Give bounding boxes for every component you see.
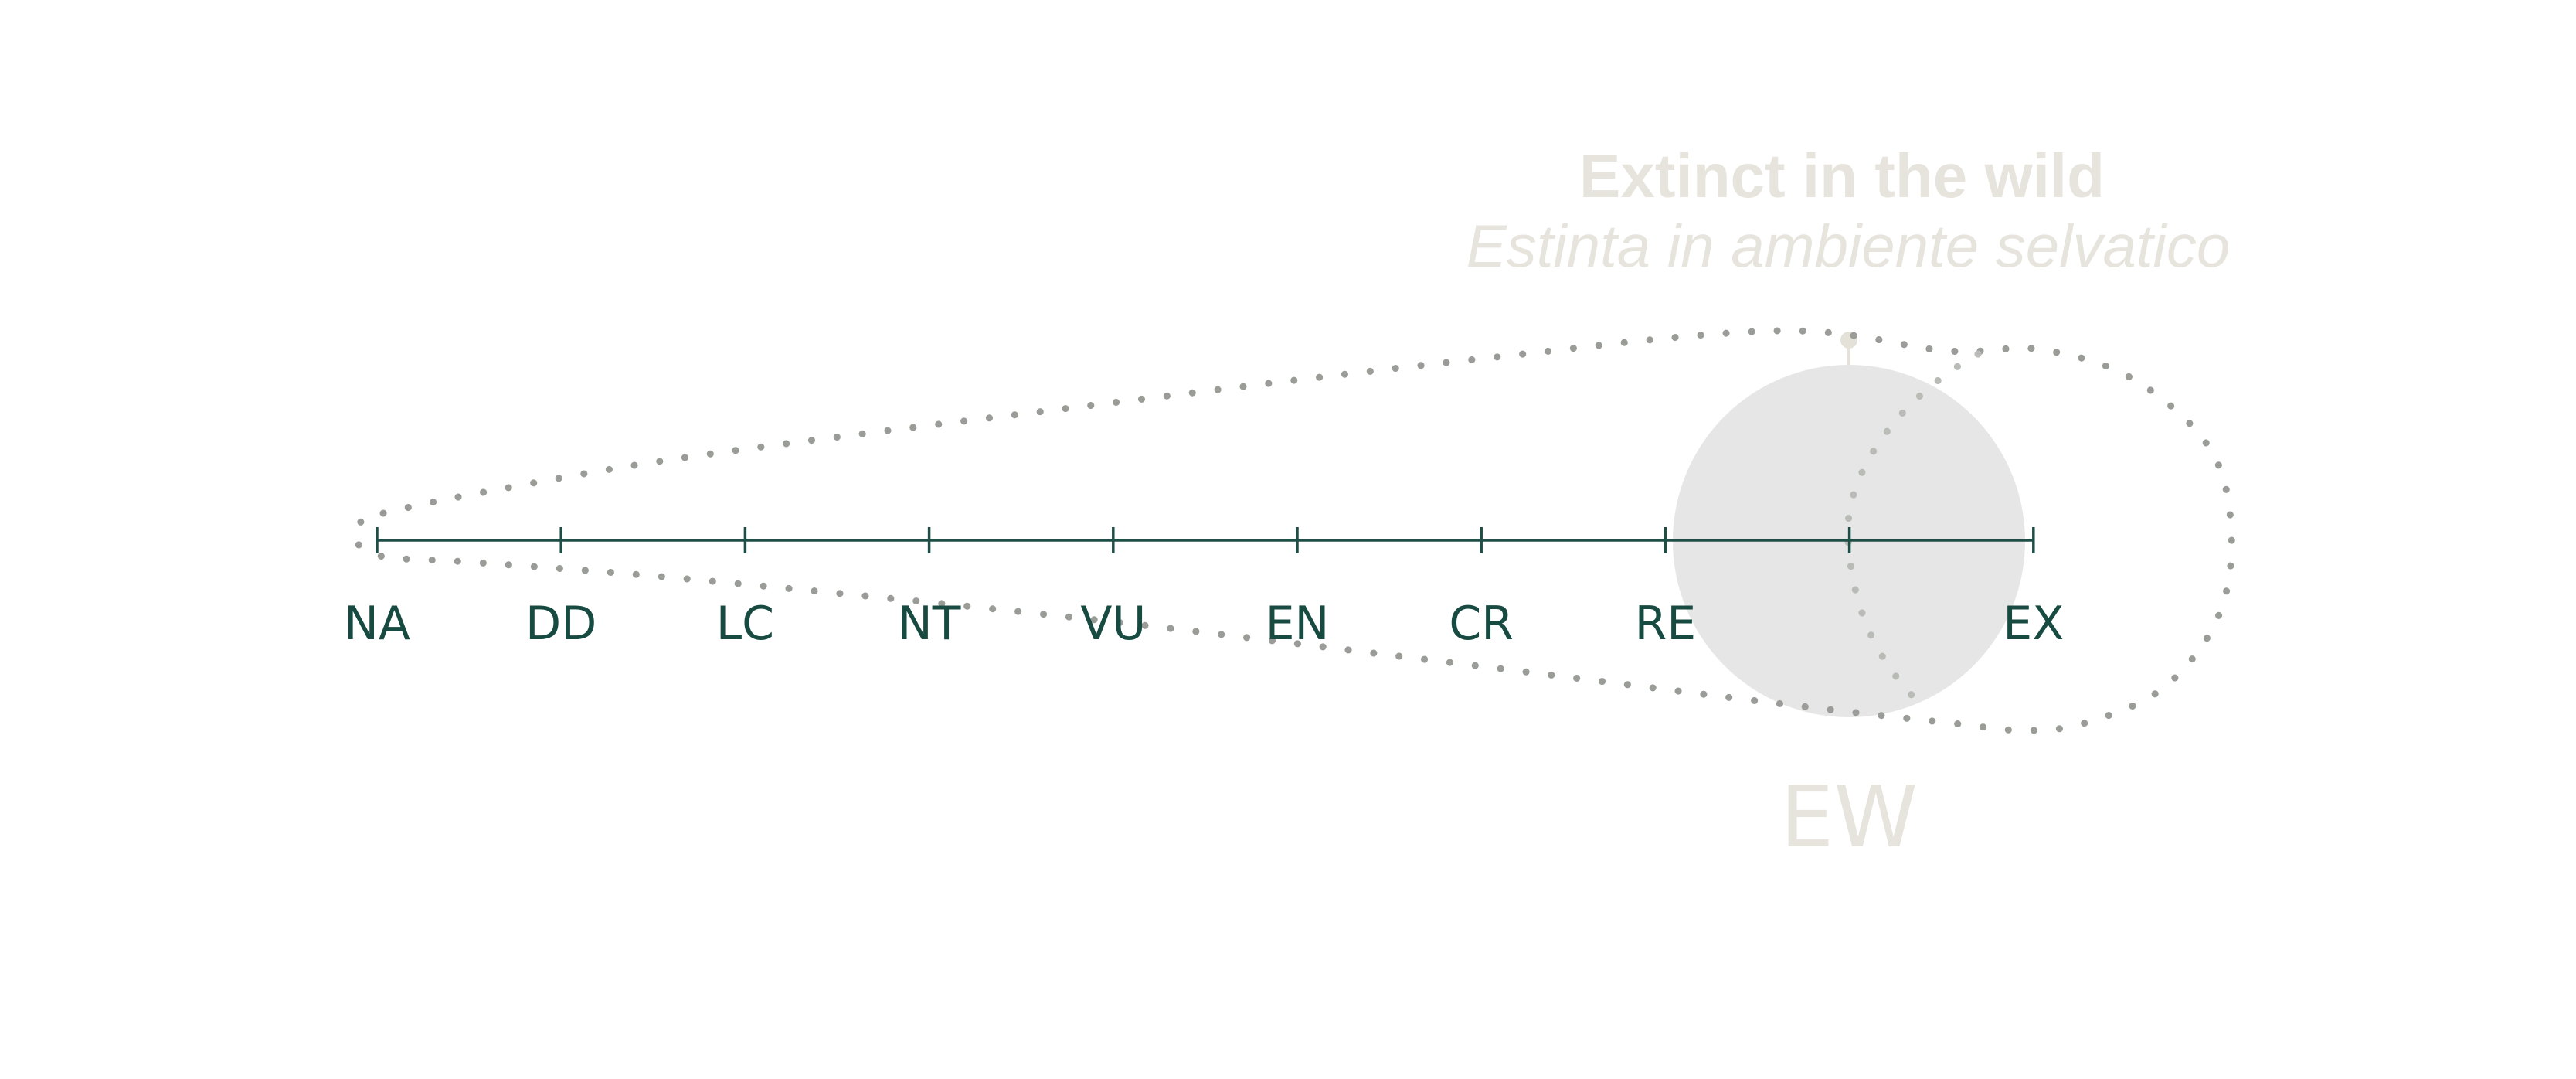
axis-label-re: RE <box>1635 597 1697 651</box>
axis-label-vu: VU <box>1080 597 1146 651</box>
axis-ticks <box>376 527 2035 553</box>
axis-label-dd: DD <box>525 597 596 651</box>
title-english: Extinct in the wild <box>1579 141 2105 210</box>
focus-label: EW <box>1780 768 1918 866</box>
axis-label-na: NA <box>344 597 410 651</box>
axis-label-ex: EX <box>2003 597 2064 651</box>
axis-label-cr: CR <box>1449 597 1514 651</box>
title-italian: Estinta in ambiente selvatico <box>1466 212 2231 280</box>
axis-label-nt: NT <box>898 597 961 651</box>
axis-labels: NA DD LC NT VU EN CR RE EX <box>344 597 2064 651</box>
axis-label-en: EN <box>1266 597 1330 651</box>
axis-label-lc: LC <box>716 597 774 651</box>
